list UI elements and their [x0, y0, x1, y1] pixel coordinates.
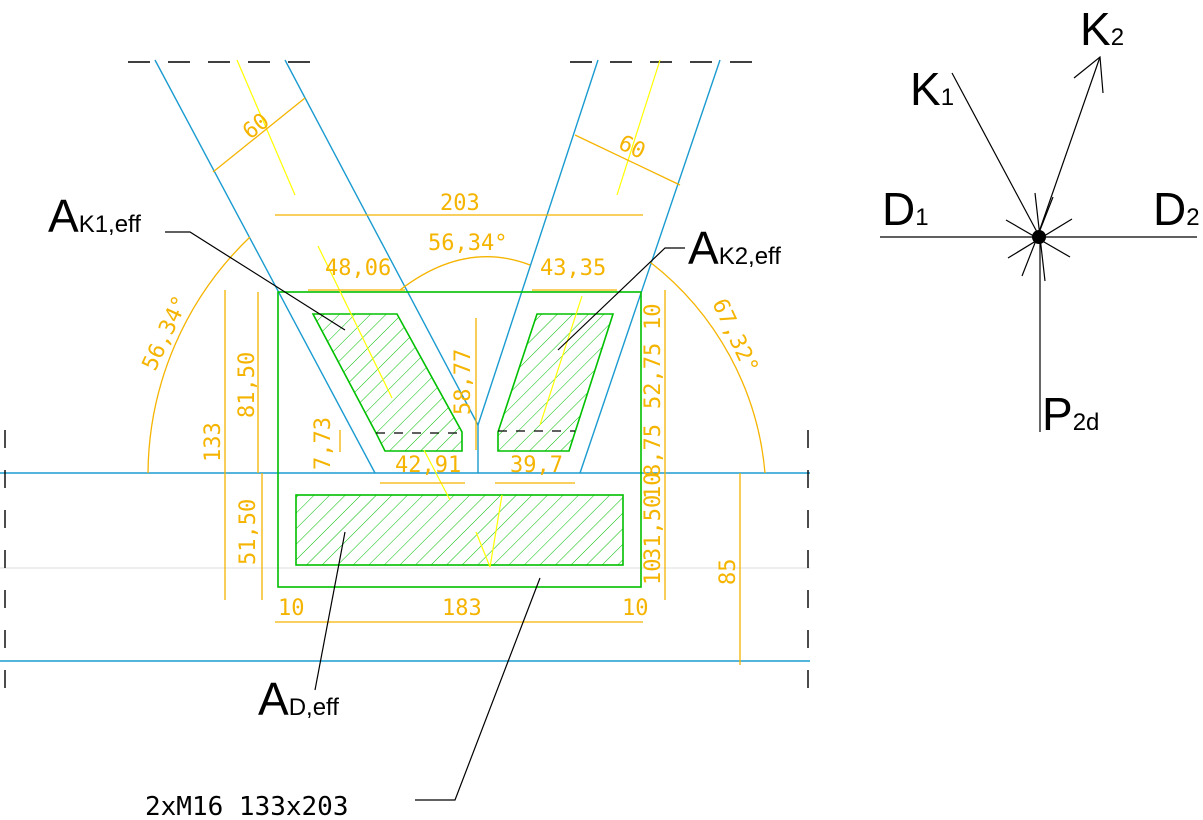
svg-text:31,50: 31,50	[641, 495, 666, 561]
dim-height-51-50: 51,50	[236, 499, 261, 565]
dim-height-58-77: 58,77	[451, 349, 476, 415]
leaders	[165, 231, 685, 801]
label-p2d: P2d	[1042, 388, 1099, 440]
label-d2: D2	[1153, 183, 1200, 235]
dim-angle-left: 56,34°	[138, 292, 194, 375]
chord-lines	[0, 61, 810, 700]
force-diagram: K1 K2 D1 D2 P2d	[880, 3, 1200, 440]
dimension-text: 60 60 203 56,34° 48,06 43,35 56,34° 67,3…	[138, 109, 763, 621]
dim-edge-right: 10	[622, 596, 649, 621]
svg-text:52,75: 52,75	[641, 343, 666, 409]
node-star-icon	[1005, 192, 1073, 282]
dim-bottom-right: 39,7	[510, 453, 563, 478]
dim-strut-left: 60	[238, 109, 274, 145]
gusset-plate	[277, 291, 642, 588]
label-k1: K1	[910, 63, 954, 115]
label-k2: K2	[1080, 3, 1124, 55]
strut-k1	[154, 59, 479, 474]
dim-height-133: 133	[201, 422, 226, 462]
dim-angle-between: 56,34°	[428, 231, 507, 256]
dim-height-7-73: 7,73	[311, 417, 336, 470]
dim-top-right: 43,35	[540, 256, 606, 281]
plate-note: 2xM16 133x203	[145, 792, 349, 820]
strut-k2	[477, 59, 721, 474]
dimension-lines	[147, 97, 766, 665]
dim-strut-right: 60	[614, 131, 649, 165]
dim-angle-right: 67,32°	[707, 295, 763, 378]
area-k2-eff	[497, 313, 615, 452]
label-ak2-eff: AK2,eff	[688, 222, 781, 274]
dim-edge-left: 10	[278, 596, 305, 621]
label-d1: D1	[882, 183, 929, 235]
dim-height-81-50: 81,50	[235, 352, 260, 418]
label-ad-eff: AD,eff	[258, 673, 339, 725]
label-ak1-eff: AK1,eff	[48, 190, 141, 242]
area-d-eff	[295, 494, 624, 566]
dim-right-stack: 10 31,50 10 8,75 52,75 10	[641, 304, 666, 586]
svg-text:10: 10	[641, 473, 666, 500]
dim-overall-width: 203	[440, 191, 480, 216]
dim-bottom-left: 42,91	[395, 453, 461, 478]
centerlines	[236, 59, 661, 568]
svg-text:10: 10	[641, 304, 666, 331]
dim-chord-depth: 85	[716, 559, 741, 586]
dim-top-left: 48,06	[325, 256, 391, 281]
svg-text:8,75: 8,75	[641, 424, 666, 477]
svg-text:10: 10	[641, 559, 666, 586]
dim-plate-width: 183	[442, 596, 482, 621]
arrow-head-icon	[1073, 55, 1104, 94]
